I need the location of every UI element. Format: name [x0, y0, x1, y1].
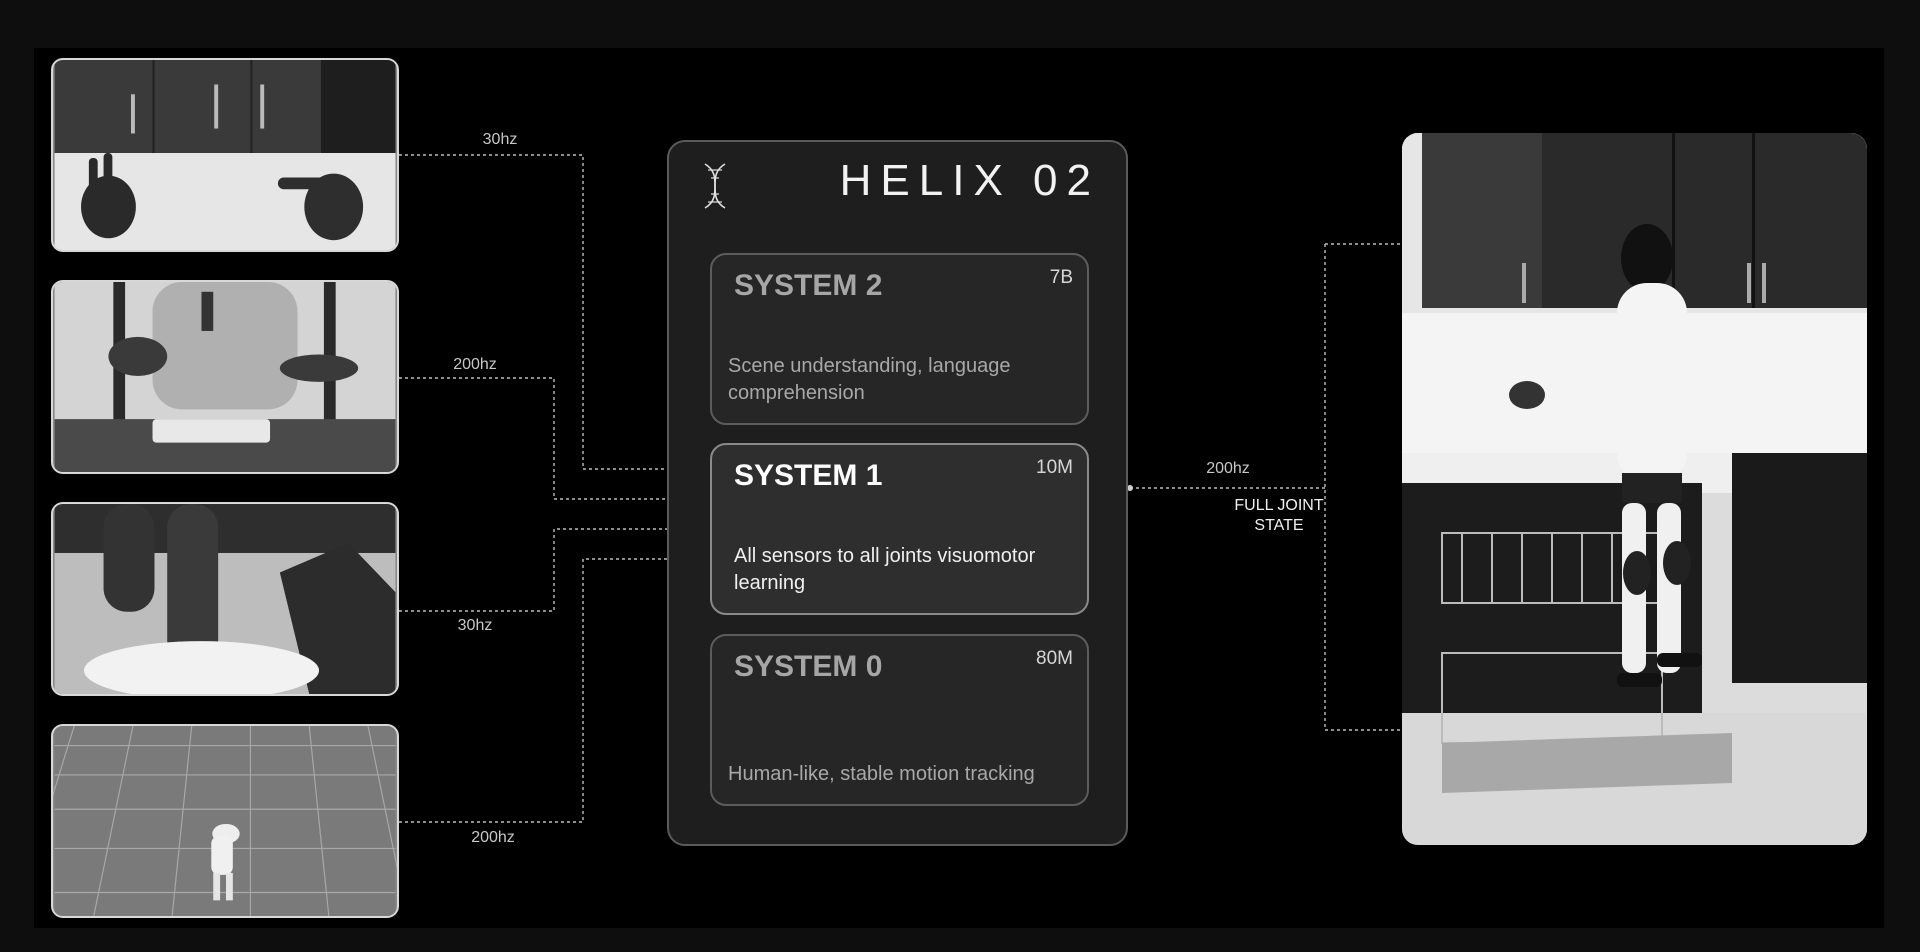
input-rate-label-3: 30hz [457, 617, 493, 634]
system-0-card: SYSTEM 0 80M Human-like, stable motion t… [710, 634, 1089, 806]
input-rate-label-1: 30hz [482, 131, 518, 148]
model-title: HELIX 02 [839, 156, 1100, 205]
system-description: Scene understanding, language comprehens… [728, 355, 1011, 404]
system-description: Human-like, stable motion tracking [728, 763, 1035, 785]
simulation-view-icon [53, 726, 397, 916]
helix-panel: HELIX 02 SYSTEM 2 7B Scene understanding… [667, 140, 1128, 846]
system-name: SYSTEM 1 [734, 459, 883, 492]
output-label: FULL JOINT STATE [1234, 497, 1324, 534]
system-size: 10M [1036, 457, 1073, 478]
robot-icon [1402, 133, 1867, 845]
fingertip-camera-view-icon [54, 504, 396, 694]
input-feed-fingertip-camera [51, 502, 399, 696]
chest-camera-view-icon [54, 282, 396, 472]
system-size: 7B [1049, 267, 1073, 288]
system-size: 80M [1036, 648, 1073, 669]
dna-helix-icon [704, 163, 726, 209]
wire-input-2 [399, 377, 667, 500]
wire-input-3 [399, 528, 667, 612]
input-feed-head-camera [51, 58, 399, 252]
input-feed-chest-camera [51, 280, 399, 474]
input-feed-simulation [51, 724, 399, 918]
input-rate-label-4: 200hz [471, 829, 515, 846]
input-rate-label-2: 200hz [453, 356, 497, 373]
robot-kitchen-image [1402, 133, 1867, 845]
system-1-card: SYSTEM 1 10M All sensors to all joints v… [710, 443, 1089, 615]
head-camera-view-icon [54, 60, 396, 250]
output-node [1127, 485, 1133, 491]
system-description: All sensors to all joints visuomotor lea… [734, 545, 1036, 594]
system-name: SYSTEM 0 [734, 650, 883, 683]
output-rate-label: 200hz [1206, 460, 1250, 477]
wire-input-1 [399, 154, 667, 470]
system-2-card: SYSTEM 2 7B Scene understanding, languag… [710, 253, 1089, 425]
wire-input-4 [399, 558, 667, 823]
system-name: SYSTEM 2 [734, 269, 883, 302]
